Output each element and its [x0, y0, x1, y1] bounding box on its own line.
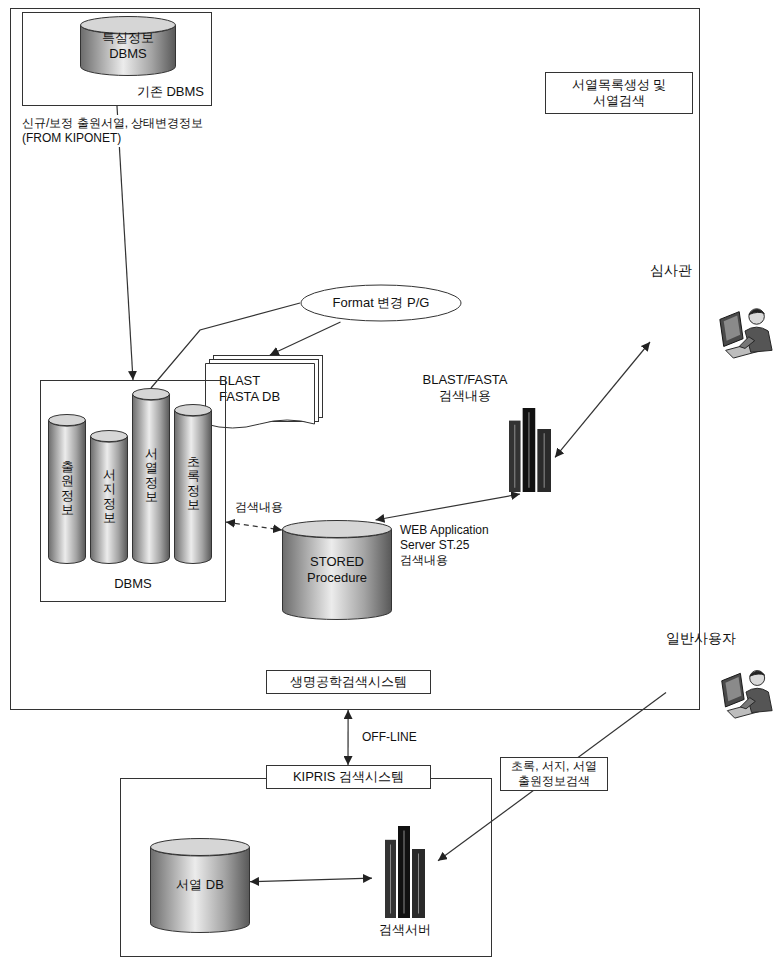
- program-ellipse: Format 변경 P/G: [300, 284, 462, 322]
- cylinder-top: [283, 521, 392, 538]
- system-boundary: 생명공학검색시스템 기존 DBMS 특실정보 DBMS 서열목록생성 및 서열검색 Fo…: [10, 8, 700, 710]
- icon-part: [750, 671, 765, 676]
- person-at-computer: [718, 664, 774, 720]
- node-label: 서열정보: [145, 447, 158, 504]
- server-stripe: [528, 412, 529, 488]
- connector: [347, 710, 348, 765]
- node-label: BLAST FASTA DB: [219, 373, 291, 406]
- cylinder-top: [133, 389, 170, 400]
- ellipse-outline: [301, 285, 461, 321]
- server-icon: 검색서버: [372, 826, 438, 942]
- icon-part: [720, 312, 743, 347]
- edge-label: WEB Application Server ST.25 검색내용: [398, 522, 494, 569]
- connector: [226, 522, 282, 530]
- server-stripe: [390, 844, 391, 913]
- edge-label: 검색내용: [229, 499, 289, 516]
- node-label: STORED Procedure: [282, 520, 392, 620]
- kipris-boundary: KIPRIS 검색시스템서열 DB 검색서버: [120, 765, 492, 957]
- icon-part: [749, 309, 764, 324]
- node-label: 특실정보 DBMS: [80, 16, 176, 76]
- cylinder-body: [133, 394, 170, 563]
- server-unit: [537, 429, 551, 492]
- table-cylinder: 초록정보: [174, 404, 212, 564]
- caption-box: 서열목록생성 및 서열검색: [545, 72, 693, 114]
- server-stripe: [418, 854, 419, 914]
- document-stack: BLAST FASTA DB: [205, 355, 323, 433]
- edge-label: OFF-LINE: [360, 729, 444, 746]
- node-label: 초록정보: [187, 455, 200, 512]
- edge-label: 신규/보정 출원서열, 상태변경정보(FROM KIPONET): [20, 115, 229, 147]
- user-icon: 일반사용자: [666, 630, 776, 722]
- server-tower: [385, 826, 425, 918]
- node-label: 심사관: [650, 262, 710, 280]
- server-stripe: [514, 425, 515, 488]
- icon-part: [749, 309, 764, 314]
- table-cylinder: 출원정보: [48, 414, 86, 564]
- table-cylinder: 서지정보: [90, 430, 128, 564]
- connector: [117, 106, 133, 380]
- icon-part: [740, 698, 755, 709]
- icon-part: [725, 677, 741, 701]
- node-label: 일반사용자: [666, 630, 746, 648]
- server-icon: BLAST/FASTA 검색내용: [415, 372, 555, 494]
- connector: [438, 693, 666, 861]
- database-cylinder: 특실정보 DBMS: [80, 16, 176, 76]
- connector: [376, 494, 521, 520]
- database-cylinder: 서열 DB: [150, 838, 250, 933]
- table-cylinder: 서열정보: [132, 388, 170, 564]
- cylinder-top: [91, 431, 128, 442]
- legacy-db-box: 기존 DBMS 특실정보 DBMS: [22, 12, 212, 106]
- server-unit: [523, 408, 536, 492]
- cylinder-body: [91, 436, 128, 563]
- node-label: 서지정보: [103, 468, 116, 525]
- cylinder-body: [175, 410, 212, 563]
- cylinder-top: [151, 839, 250, 856]
- server-unit: [385, 840, 396, 918]
- node-label: BLAST/FASTA 검색내용: [415, 372, 515, 405]
- node-label: 출원정보: [61, 460, 74, 517]
- node-label: 기존 DBMS: [122, 84, 204, 100]
- edge-label: 초록, 서지, 서열 출원정보검색: [500, 757, 608, 791]
- node-label: 검색서버: [372, 922, 438, 938]
- node-label: 서열목록생성 및 서열검색: [545, 72, 693, 114]
- user-icon: 심사관: [650, 262, 776, 362]
- node-label: DBMS: [40, 576, 226, 592]
- server-unit: [412, 849, 425, 918]
- connector: [555, 342, 650, 457]
- icon-part: [750, 671, 765, 686]
- cylinder-top: [175, 405, 212, 416]
- icon-part: [724, 316, 740, 341]
- connector: [270, 322, 341, 355]
- procedure-cylinder: STORED Procedure: [282, 520, 392, 620]
- node-label: 서열 DB: [150, 838, 250, 933]
- connector: [250, 878, 372, 882]
- server-tower: [509, 408, 551, 492]
- server-stripe: [544, 433, 545, 488]
- node-label: KIPRIS 검색시스템: [266, 765, 431, 789]
- sheet: [206, 364, 315, 429]
- server-stripe: [404, 831, 405, 914]
- node-label: Format 변경 P/G: [300, 284, 462, 322]
- dbms-box: DBMS 출원정보 서지정보 서열정보 초록정보: [40, 380, 226, 602]
- server-unit: [509, 421, 521, 492]
- cylinder-top: [49, 415, 86, 426]
- cylinder-body: [49, 420, 86, 563]
- server-unit: [398, 826, 410, 918]
- person-at-computer: [716, 302, 774, 360]
- node-label: 생명공학검색시스템: [266, 670, 431, 694]
- icon-part: [739, 337, 754, 349]
- icon-part: [722, 673, 744, 707]
